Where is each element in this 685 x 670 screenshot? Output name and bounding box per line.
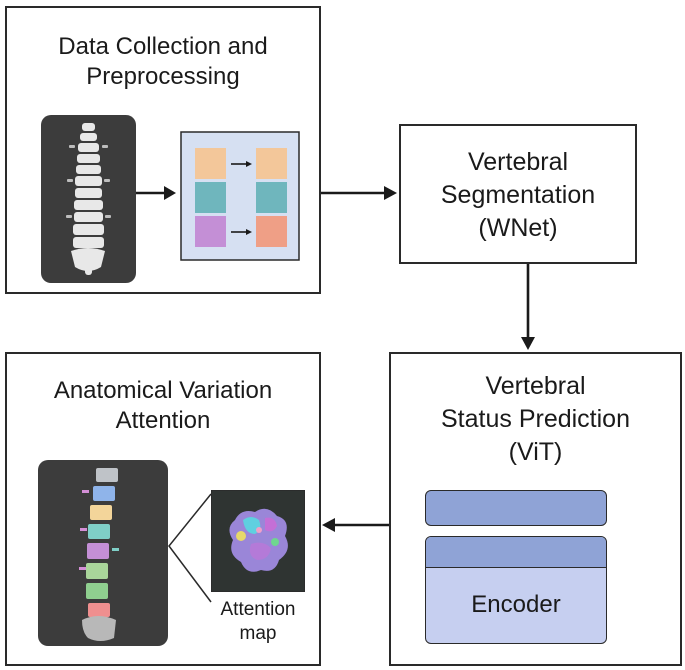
- arrowheads: [164, 186, 535, 532]
- tile-arrow-icon: [231, 161, 252, 235]
- segmentation-title-line1: Vertebral: [467, 148, 569, 176]
- tile-orange-input: [195, 148, 226, 179]
- encoder-label: Encoder: [471, 591, 561, 618]
- status-prediction-title-line3: (ViT): [508, 438, 563, 466]
- status-prediction-title-line1: Vertebral: [485, 372, 586, 400]
- segmented-vertebrae-icon: [79, 468, 119, 641]
- attention-map-image: [211, 490, 305, 592]
- segmentation-title-line2: Segmentation: [440, 181, 596, 209]
- segmentation-title: Vertebral Segmentation (WNet): [401, 146, 635, 245]
- attention-title-line2: Attention: [115, 407, 211, 434]
- encoder-block: Encoder: [425, 536, 607, 644]
- attention-map-caption-line2: map: [239, 623, 277, 644]
- attention-map-caption-line1: Attention: [220, 599, 296, 620]
- colored-spine-image: [38, 460, 168, 646]
- tile-orange-output: [256, 148, 287, 179]
- tile-teal-input: [195, 182, 226, 213]
- spine-xray-image: [41, 115, 136, 283]
- tile-teal-output: [256, 182, 287, 213]
- data-collection-title-line2: Preprocessing: [86, 63, 240, 90]
- segmentation-box: Vertebral Segmentation (WNet): [399, 124, 637, 264]
- status-prediction-box: Vertebral Status Prediction (ViT) Encode…: [389, 352, 682, 666]
- spine-vertebrae-icon: [71, 123, 105, 275]
- attention-heatmap-icon: [229, 508, 288, 572]
- tile-purple-input: [195, 216, 226, 247]
- data-collection-title-line1: Data Collection and: [58, 33, 268, 60]
- preprocessing-panel: [180, 131, 300, 261]
- encoder-bar: [426, 537, 606, 568]
- attention-title: Anatomical Variation Attention: [7, 376, 319, 436]
- attention-map-caption: Attention map: [193, 598, 323, 646]
- zoom-connector: [168, 493, 212, 603]
- encoder-top-layer: [425, 490, 607, 526]
- attention-title-line1: Anatomical Variation: [53, 377, 273, 404]
- tile-salmon-output: [256, 216, 287, 247]
- attention-box: Anatomical Variation Attention: [5, 352, 321, 666]
- status-prediction-title-line2: Status Prediction: [441, 405, 630, 433]
- status-prediction-title: Vertebral Status Prediction (ViT): [391, 370, 680, 469]
- segmentation-title-line3: (WNet): [478, 214, 558, 242]
- data-collection-title: Data Collection and Preprocessing: [7, 32, 319, 92]
- data-collection-box: Data Collection and Preprocessing: [5, 6, 321, 294]
